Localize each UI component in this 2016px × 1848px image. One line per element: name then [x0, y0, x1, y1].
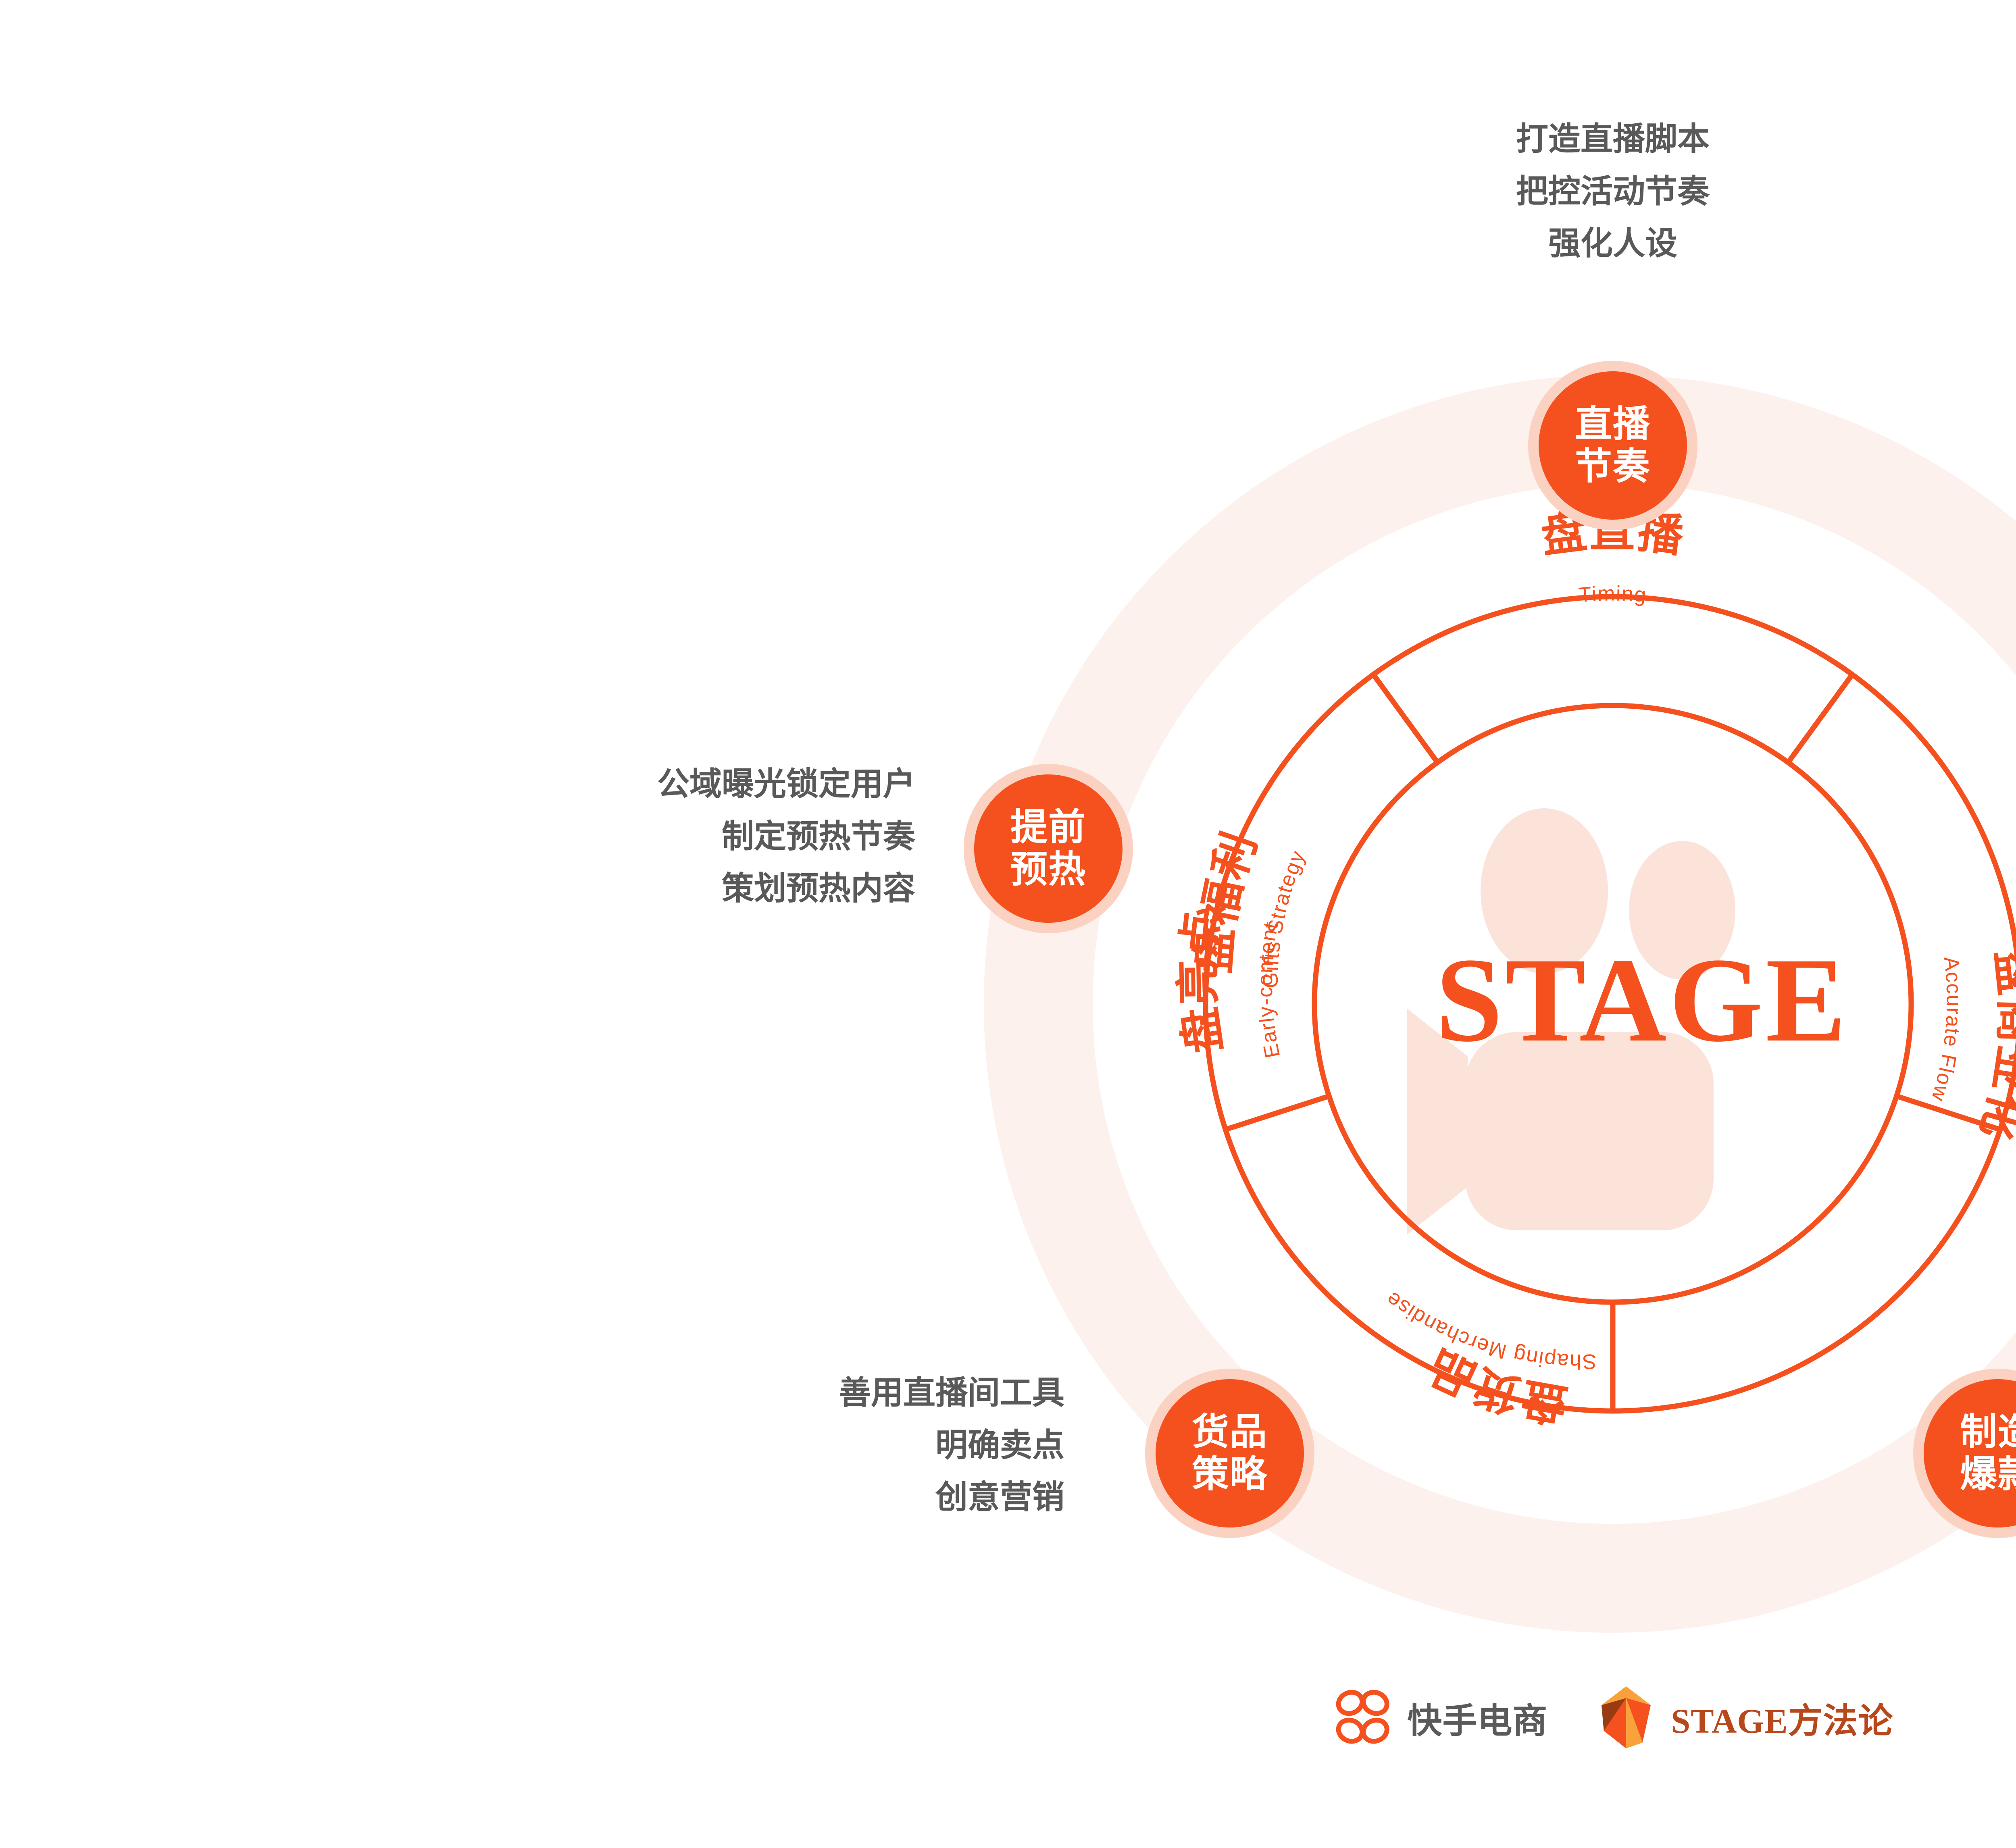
- node-bubble-label-goods-strategy: 货品 策略: [1191, 1411, 1268, 1495]
- node-bubble-label-warm-up: 提前 预热: [1010, 807, 1086, 890]
- kuaishou-camera-icon: [1407, 808, 1735, 1234]
- stage-diamond-icon: [1602, 1686, 1651, 1749]
- svg-text:Timing: Timing: [1578, 582, 1648, 607]
- kuaishou-lockup: 快手电商: [1332, 1687, 1547, 1748]
- svg-text:盘亮点: 盘亮点: [1173, 907, 1231, 1056]
- node-bubble-live-rhythm[interactable]: 直播 节奏: [1528, 361, 1697, 530]
- kuaishou-logo-icon: [1336, 1690, 1390, 1744]
- node-details-goods-strategy: 善用直播间工具 明确卖点 创意营销: [839, 1375, 1064, 1515]
- ring-dividers: [1223, 672, 2003, 1414]
- stage-label: STAGE方法论: [1671, 1701, 1893, 1740]
- footer: 快手电商 STAGE方法论: [0, 1685, 2016, 1750]
- center-wordmark: STAGE: [1435, 933, 1849, 1067]
- ring-label-cn-highlights: 盘亮点: [1173, 907, 1229, 1056]
- ring-label-en-live: Timing: [1578, 582, 1647, 607]
- node-bubble-label-make-hit: 制造 爆款: [1960, 1411, 2016, 1495]
- halo-inner: [1093, 484, 2016, 1524]
- node-bubble-goods-strategy[interactable]: 货品 策略: [1145, 1369, 1314, 1538]
- ring-segment-live: 盘直播 Timing: [1538, 506, 1686, 607]
- node-details-warm-up: 公域曝光锁定用户 制定预热节奏 策划预热内容: [657, 766, 915, 907]
- kuaishou-label: 快手电商: [1407, 1701, 1548, 1740]
- node-details-live-rhythm: 打造直播脚本 把控活动节奏 强化人设: [1516, 121, 1710, 262]
- stage-lockup: STAGE方法论: [1596, 1685, 1893, 1750]
- node-bubble-warm-up[interactable]: 提前 预热: [964, 764, 1133, 933]
- node-bubble-label-live-rhythm: 直播 节奏: [1574, 404, 1651, 487]
